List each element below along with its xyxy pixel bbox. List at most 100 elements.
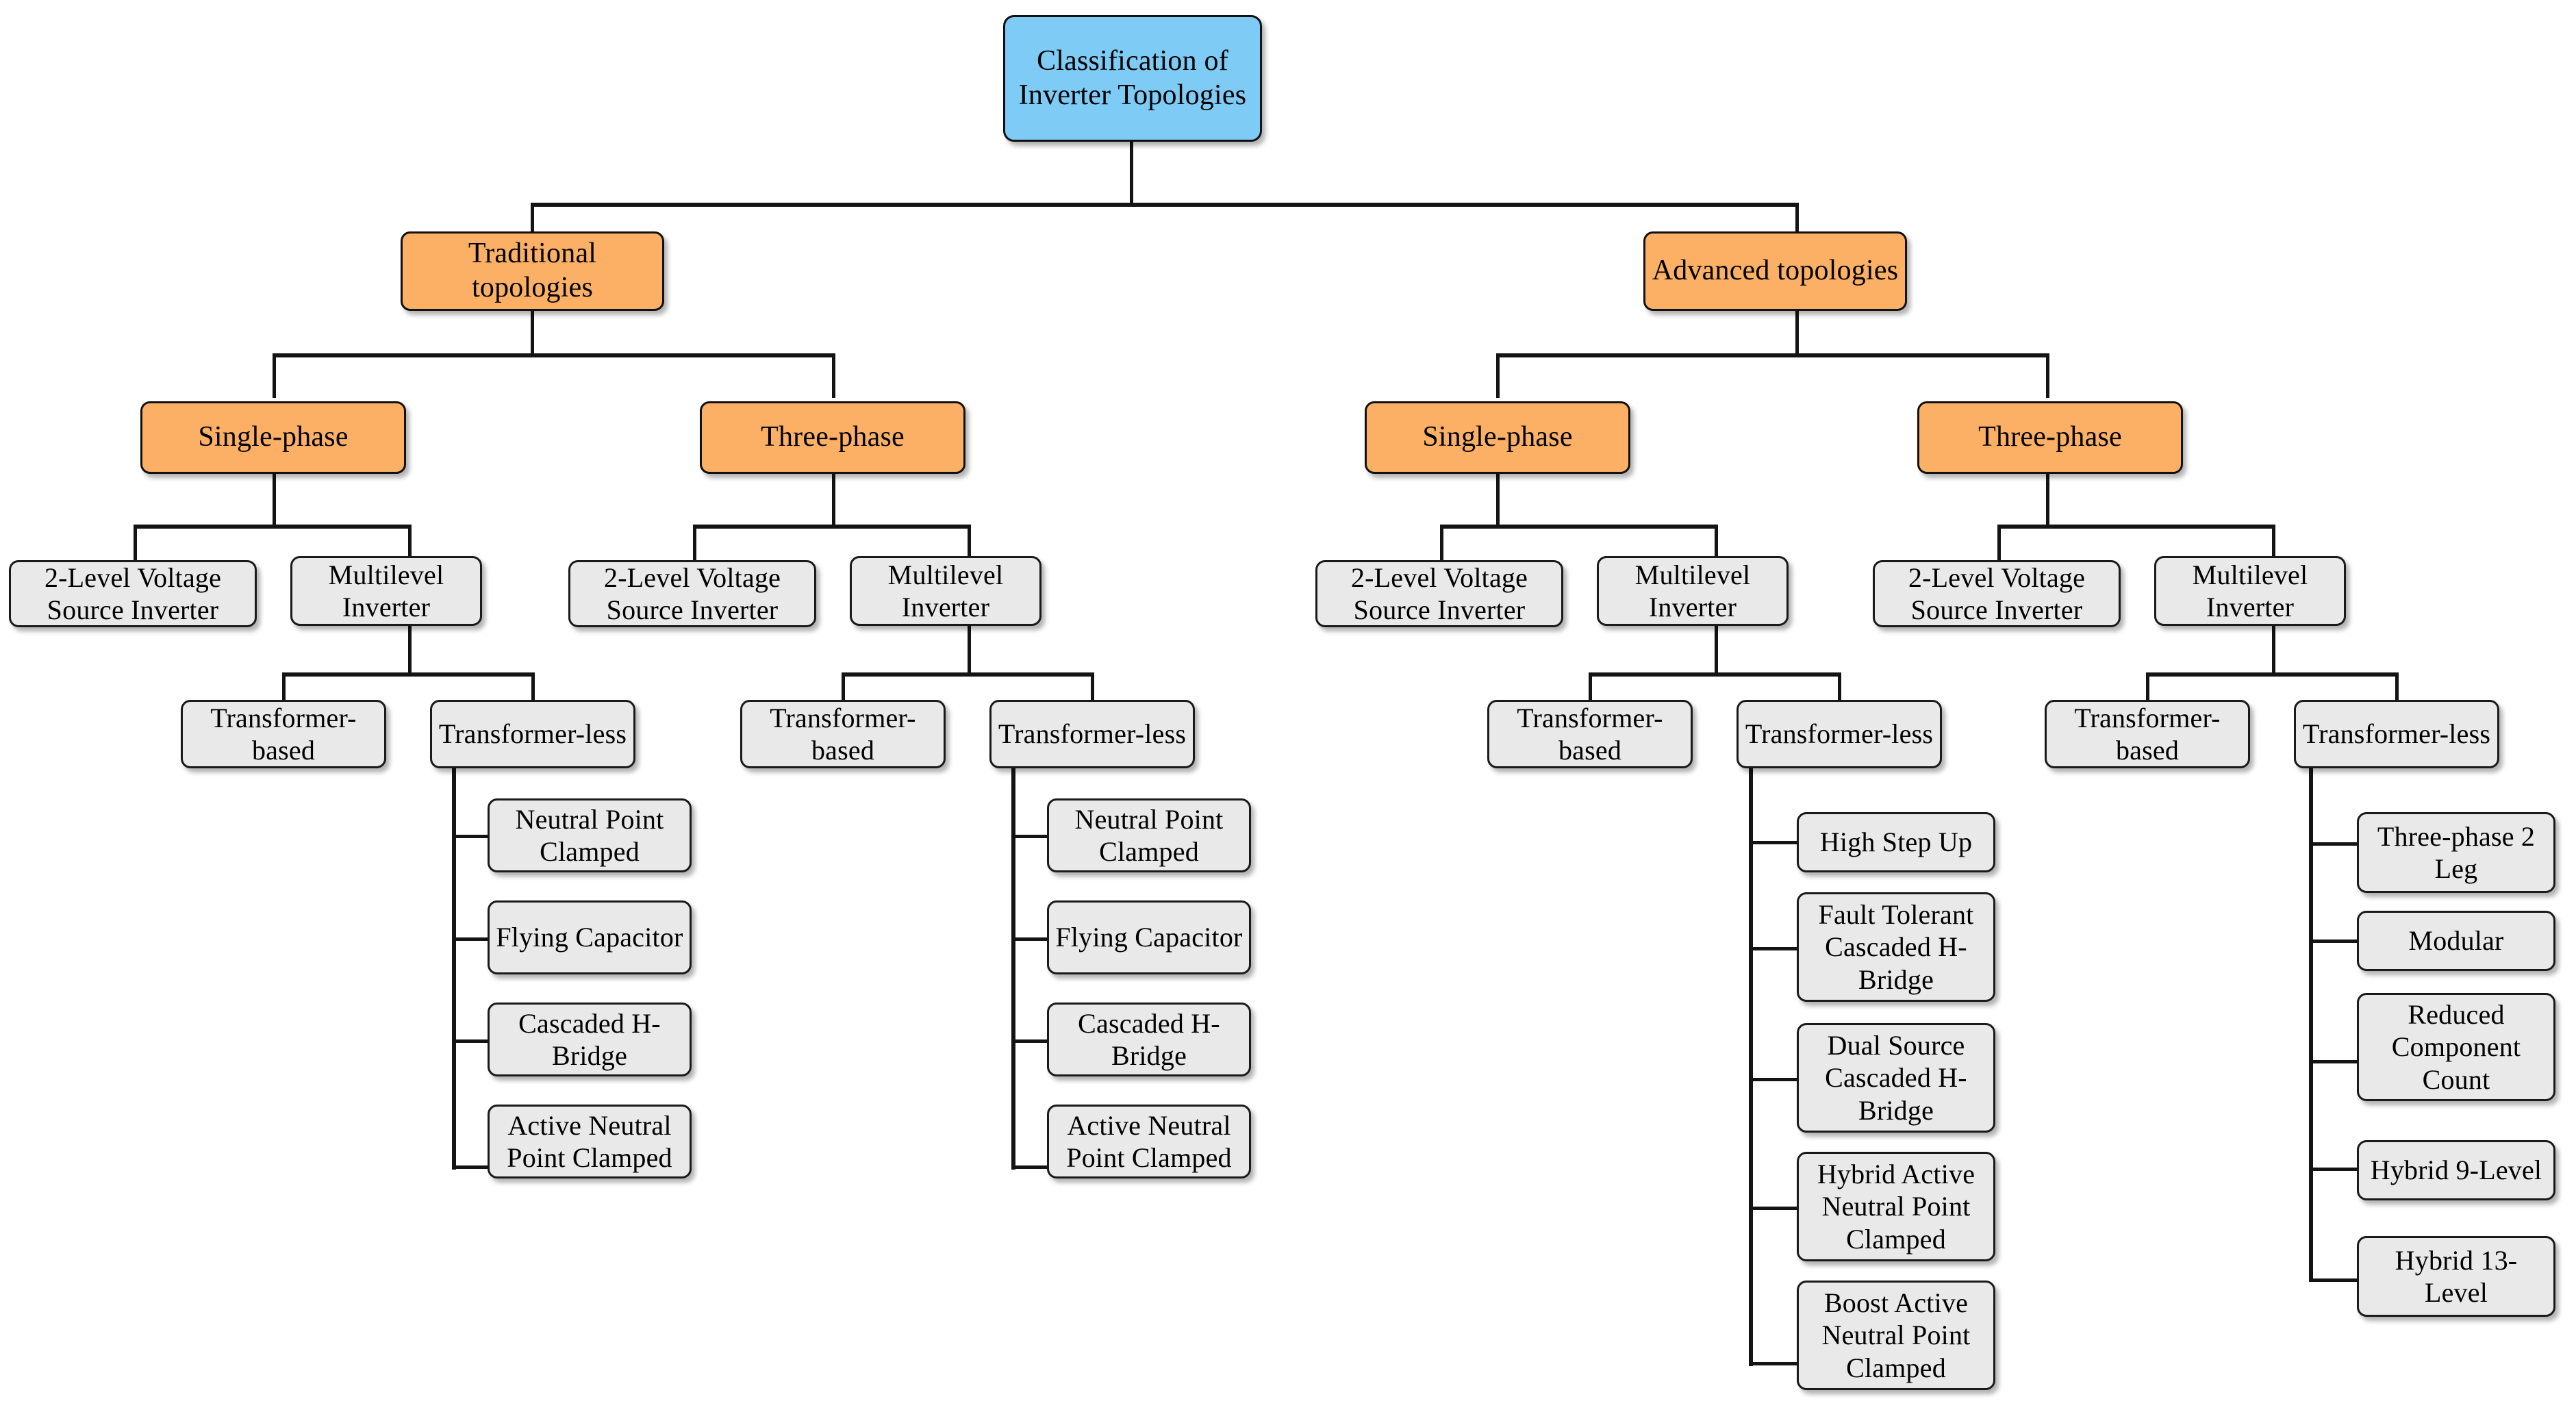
connector-stub-ttl-3 (1011, 1165, 1072, 1169)
connector-to-adv-three-tl (2395, 672, 2399, 701)
connector-adv-three-mli-down (2272, 626, 2275, 675)
leaf-adv-three-modular[interactable]: Modular (2357, 911, 2555, 971)
connector-to-traditional (531, 203, 534, 233)
node-trad-single-phase[interactable]: Single-phase (140, 401, 406, 474)
node-trad-single-multilevel-inverter[interactable]: Multilevel Inverter (290, 556, 482, 626)
node-adv-single-transformer-less[interactable]: Transformer-less (1737, 700, 1942, 768)
node-trad-single-2level-vsi[interactable]: 2-Level Voltage Source Inverter (9, 560, 257, 627)
leaf-trad-single-cascaded-h-bridge[interactable]: Cascaded H-Bridge (488, 1003, 692, 1076)
node-trad-three-2level-vsi[interactable]: 2-Level Voltage Source Inverter (568, 560, 816, 627)
connector-stub-ttl-1 (1011, 937, 1072, 941)
leaf-adv-single-boost-active-neutral-point-clamped[interactable]: Boost Active Neutral Point Clamped (1797, 1281, 1995, 1390)
connector-to-adv-single-mli (1715, 525, 1718, 562)
leaf-adv-single-fault-tolerant-cascaded-h-bridge[interactable]: Fault Tolerant Cascaded H-Bridge (1797, 892, 1995, 1002)
leaf-adv-three-hybrid-9-level[interactable]: Hybrid 9-Level (2357, 1140, 2555, 1200)
node-traditional-topologies[interactable]: Traditional topologies (401, 231, 664, 311)
connector-to-trad-single-tb (282, 672, 286, 701)
connector-trad-single-down (273, 474, 276, 527)
leaf-adv-single-dual-source-cascaded-h-bridge[interactable]: Dual Source Cascaded H-Bridge (1797, 1023, 1995, 1133)
connector-adv-three-bus (1997, 525, 2275, 529)
connector-stub-tsl-1 (452, 937, 512, 941)
connector-stub-tsl-3 (452, 1165, 512, 1169)
connector-stub-asl-2 (1749, 1078, 1821, 1081)
node-adv-single-phase[interactable]: Single-phase (1365, 401, 1630, 474)
node-adv-single-multilevel-inverter[interactable]: Multilevel Inverter (1597, 556, 1789, 626)
connector-stub-atl-4 (2309, 1278, 2382, 1282)
node-adv-three-phase[interactable]: Three-phase (1917, 401, 2183, 474)
connector-trad-single-mli-bus (282, 672, 534, 677)
leaf-trad-three-active-neutral-point-clamped[interactable]: Active Neutral Point Clamped (1047, 1105, 1251, 1178)
connector-stub-asl-1 (1749, 947, 1821, 950)
connector-stub-asl-3 (1749, 1207, 1821, 1210)
leaf-trad-single-neutral-point-clamped[interactable]: Neutral Point Clamped (488, 798, 692, 872)
connector-to-adv-three-2lvsi (1997, 525, 2001, 562)
connector-trad-single-mli-down (408, 626, 412, 675)
connector-root-down (1130, 140, 1133, 205)
connector-trunk-adv-single-tl (1749, 767, 1753, 1366)
node-trad-single-transformer-less[interactable]: Transformer-less (430, 700, 635, 768)
connector-to-adv-single-tb (1589, 672, 1592, 701)
node-advanced-topologies[interactable]: Advanced topologies (1643, 231, 1907, 311)
connector-level2-bus (531, 203, 1799, 207)
connector-to-trad-three (832, 353, 835, 398)
connector-trad-three-down (832, 474, 835, 527)
connector-to-adv-single-tl (1838, 672, 1841, 701)
connector-to-trad-three-2lvsi (693, 525, 696, 562)
leaf-adv-three-hybrid-13-level[interactable]: Hybrid 13-Level (2357, 1236, 2555, 1317)
connector-adv-three-mli-bus (2146, 672, 2398, 677)
connector-to-advanced (1795, 203, 1799, 233)
connector-to-trad-single-mli (408, 525, 412, 562)
connector-trunk-adv-three-tl (2309, 767, 2313, 1281)
connector-adv-single-mli-bus (1589, 672, 1841, 677)
leaf-trad-three-neutral-point-clamped[interactable]: Neutral Point Clamped (1047, 798, 1251, 872)
connector-to-trad-single-tl (531, 672, 535, 701)
node-adv-three-transformer-less[interactable]: Transformer-less (2294, 700, 2499, 768)
connector-stub-atl-1 (2309, 940, 2382, 943)
connector-advanced-down (1795, 308, 1799, 356)
connector-to-adv-single-2lvsi (1440, 525, 1443, 562)
leaf-trad-single-active-neutral-point-clamped[interactable]: Active Neutral Point Clamped (488, 1105, 692, 1178)
connector-to-trad-three-tl (1091, 672, 1094, 701)
node-adv-single-transformer-based[interactable]: Transformer-based (1487, 700, 1693, 768)
node-trad-three-phase[interactable]: Three-phase (700, 401, 965, 474)
node-adv-three-2level-vsi[interactable]: 2-Level Voltage Source Inverter (1873, 560, 2121, 627)
connector-trad-three-mli-down (968, 626, 971, 675)
node-root-classification[interactable]: Classification of Inverter Topologies (1003, 15, 1262, 142)
connector-to-trad-three-mli (968, 525, 971, 562)
node-trad-three-multilevel-inverter[interactable]: Multilevel Inverter (850, 556, 1041, 626)
leaf-trad-three-cascaded-h-bridge[interactable]: Cascaded H-Bridge (1047, 1003, 1251, 1076)
connector-to-adv-single (1496, 353, 1500, 398)
connector-stub-atl-2 (2309, 1060, 2382, 1063)
connector-to-trad-single (273, 353, 276, 398)
connector-adv-single-mli-down (1715, 626, 1718, 675)
leaf-adv-three-reduced-component-count[interactable]: Reduced Component Count (2357, 993, 2555, 1101)
node-adv-single-2level-vsi[interactable]: 2-Level Voltage Source Inverter (1315, 560, 1563, 627)
connector-trunk-trad-single-tl (452, 767, 456, 1170)
connector-stub-asl-0 (1749, 841, 1821, 844)
node-trad-three-transformer-based[interactable]: Transformer-based (740, 700, 946, 768)
connector-to-adv-three (2046, 353, 2049, 398)
connector-adv-level3-bus (1496, 353, 2049, 357)
connector-to-adv-three-mli (2272, 525, 2275, 562)
leaf-adv-single-hybrid-active-neutral-point-clamped[interactable]: Hybrid Active Neutral Point Clamped (1797, 1152, 1995, 1261)
connector-trad-three-mli-bus (842, 672, 1094, 677)
connector-stub-atl-0 (2309, 842, 2382, 846)
connector-stub-atl-3 (2309, 1168, 2382, 1171)
connector-to-adv-three-tb (2146, 672, 2149, 701)
connector-stub-ttl-2 (1011, 1039, 1072, 1043)
leaf-adv-three-three-phase-2-leg[interactable]: Three-phase 2 Leg (2357, 812, 2555, 893)
connector-trad-three-bus (693, 525, 970, 529)
connector-trad-single-bus (134, 525, 411, 529)
connector-adv-single-down (1496, 474, 1500, 527)
node-adv-three-multilevel-inverter[interactable]: Multilevel Inverter (2154, 556, 2346, 626)
node-adv-three-transformer-based[interactable]: Transformer-based (2045, 700, 2250, 768)
leaf-trad-three-flying-capacitor[interactable]: Flying Capacitor (1047, 900, 1251, 974)
leaf-trad-single-flying-capacitor[interactable]: Flying Capacitor (488, 900, 692, 974)
node-trad-three-transformer-less[interactable]: Transformer-less (989, 700, 1195, 768)
leaf-adv-single-high-step-up[interactable]: High Step Up (1797, 812, 1995, 872)
connector-stub-tsl-2 (452, 1039, 512, 1043)
connector-traditional-down (531, 308, 534, 356)
connector-trunk-trad-three-tl (1011, 767, 1015, 1170)
node-trad-single-transformer-based[interactable]: Transformer-based (181, 700, 386, 768)
